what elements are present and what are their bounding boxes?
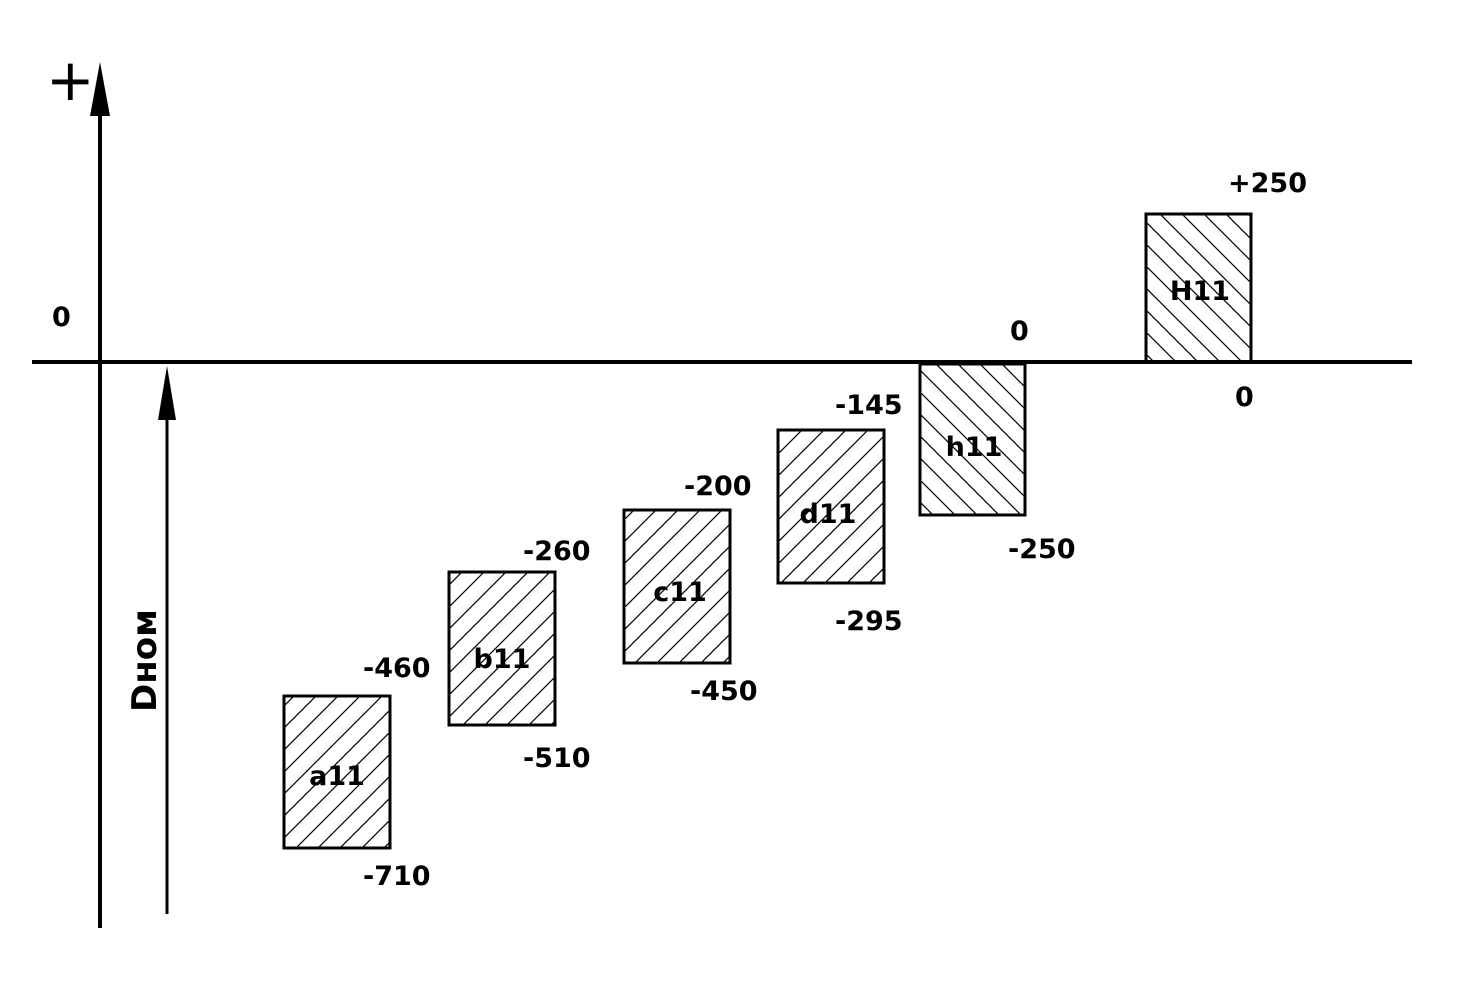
zone-h11-lower: -250 — [1008, 534, 1076, 565]
zone-H11-box — [1144, 212, 1253, 364]
zone-H11-upper: +250 — [1228, 168, 1307, 199]
zone-b11: b11 -260 -510 — [447, 536, 591, 774]
zone-d11-box — [776, 428, 886, 585]
plus-sign: + — [46, 46, 95, 114]
zone-c11-upper: -200 — [684, 471, 752, 502]
zone-h11-box — [918, 362, 1027, 517]
zone-b11-label: b11 — [474, 644, 531, 675]
zone-d11-label: d11 — [800, 499, 857, 530]
zone-d11-lower: -295 — [835, 606, 903, 637]
zone-c11: c11 -200 -450 — [622, 471, 758, 707]
deviation-axis-arrowhead — [90, 62, 110, 116]
zone-h11-label: h11 — [946, 432, 1003, 463]
zero-axis-label: 0 — [52, 302, 71, 333]
nominal-size-arrowhead — [158, 366, 176, 420]
zone-d11-upper: -145 — [835, 390, 903, 421]
zone-d11: d11 -145 -295 — [776, 390, 903, 637]
zone-b11-box — [447, 570, 557, 727]
zone-h11-upper: 0 — [1010, 316, 1029, 347]
zone-H11-label: H11 — [1170, 276, 1230, 307]
zone-H11-lower: 0 — [1235, 382, 1254, 413]
zone-a11-upper: -460 — [363, 653, 431, 684]
zone-a11-label: a11 — [309, 761, 365, 792]
nominal-size-label: Dном — [125, 609, 165, 712]
zone-c11-label: c11 — [653, 577, 707, 608]
zone-a11-lower: -710 — [363, 861, 431, 892]
zone-b11-upper: -260 — [523, 536, 591, 567]
zone-H11: H11 +250 0 — [1144, 168, 1307, 413]
zone-a11: a11 -460 -710 — [282, 653, 431, 892]
zone-c11-lower: -450 — [690, 676, 758, 707]
zone-c11-box — [622, 508, 732, 665]
zone-a11-box — [282, 694, 392, 850]
zone-h11: h11 0 -250 — [918, 316, 1076, 565]
zone-b11-lower: -510 — [523, 743, 591, 774]
